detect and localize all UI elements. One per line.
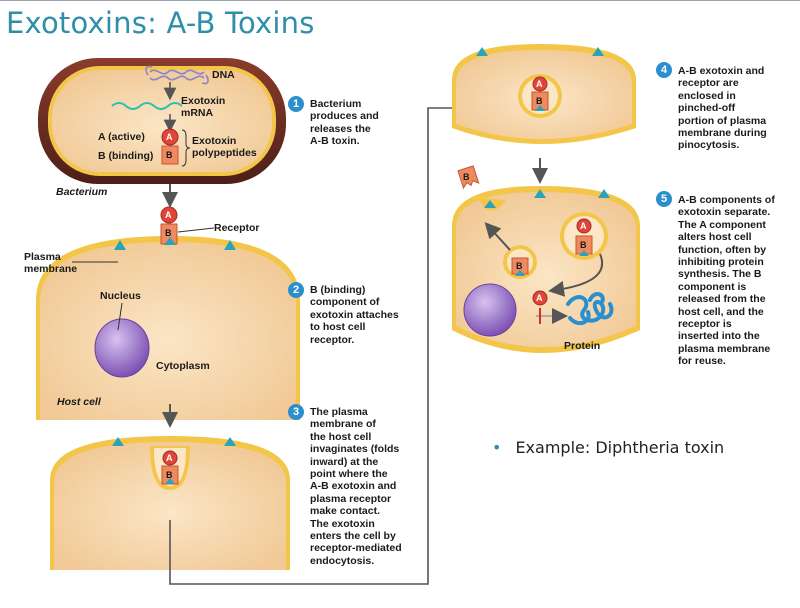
b-binding-label: B (binding) (98, 150, 154, 162)
receptor-triangle-icon (224, 240, 236, 250)
toxin-letter-b: B (580, 240, 587, 250)
bacterium-label: Bacterium (56, 186, 108, 198)
toxin-letter-a: A (580, 221, 587, 231)
step-text-3: The plasma membrane of the host cell inv… (310, 406, 402, 567)
a-active-label: A (active) (98, 131, 145, 143)
bullet-dot-icon: • (492, 438, 502, 457)
step-text-4: A-B exotoxin and receptor are enclosed i… (678, 65, 767, 152)
step-badge-2: 2 (288, 282, 304, 298)
toxin-letter-b: B (166, 150, 173, 160)
toxin-letter-a: A (166, 453, 173, 463)
receptor-triangle-icon (476, 47, 488, 56)
protein-label: Protein (564, 340, 601, 352)
toxin-letter-b: B (516, 261, 523, 271)
receptor-triangle-icon (224, 437, 236, 446)
receptor-leader (177, 227, 215, 233)
released-b-component (457, 165, 480, 190)
plasma-membrane-label: Plasma membrane (24, 251, 78, 275)
receptor-triangle-icon (534, 189, 546, 198)
nucleus-step5 (463, 283, 517, 337)
toxin-letter-b: B (166, 470, 173, 480)
receptor-triangle-icon (598, 189, 610, 198)
host-cell-label: Host cell (57, 396, 101, 408)
toxin-invaginating (161, 450, 179, 485)
invaginating-cell (50, 436, 290, 570)
receptor-triangle-icon (112, 437, 124, 446)
toxin-in-vesicle (531, 76, 549, 111)
toxin-letter-a: A (536, 293, 543, 303)
host-cell (36, 236, 300, 420)
mrna-wave-icon (111, 102, 183, 110)
top-rule (0, 0, 800, 1)
toxin-letter-b: B (463, 172, 470, 182)
cytoplasm-label: Cytoplasm (156, 360, 210, 372)
example-bullet: • Example: Diphtheria toxin (492, 438, 724, 457)
toxin-letter-a: A (166, 132, 173, 142)
process-connector (169, 101, 467, 585)
polypeptides-label: Exotoxin polypeptides (192, 135, 257, 159)
arrow-a-release (548, 253, 603, 297)
receptor-triangle-icon (114, 240, 126, 250)
slide-title: Exotoxins: A-B Toxins (6, 6, 315, 40)
step-text-2: B (binding) component of exotoxin attach… (310, 284, 399, 346)
protein-coil-icon (566, 292, 614, 326)
step-badge-3: 3 (288, 404, 304, 420)
toxin-letter-b: B (536, 96, 543, 106)
step-badge-5: 5 (656, 191, 672, 207)
receptor-triangle-icon (484, 200, 496, 208)
toxin-bound (160, 206, 178, 245)
free-a-component (532, 290, 548, 306)
receptor-triangle-icon (592, 47, 604, 56)
receptor-label: Receptor (214, 222, 260, 234)
step-text-1: Bacterium produces and releases the A-B … (310, 98, 379, 148)
mrna-label: Exotoxin mRNA (181, 95, 226, 119)
toxin-letter-a: A (165, 210, 172, 220)
nucleus-leader (117, 302, 123, 331)
dna-label: DNA (212, 69, 235, 81)
step-badge-4: 4 (656, 62, 672, 78)
nucleus (94, 318, 150, 378)
arrow-b-release (484, 222, 511, 251)
b-in-vesicle (511, 257, 529, 276)
example-text: Example: Diphtheria toxin (515, 438, 725, 457)
step-badge-1: 1 (288, 96, 304, 112)
dna-coil-icon (145, 65, 209, 85)
polypeptide-brace (181, 129, 191, 167)
step-text-5: A-B components of exotoxin separate. The… (678, 194, 775, 368)
toxin-letter-a: A (536, 79, 543, 89)
bacterium (38, 58, 286, 184)
toxin-in-bacterium (161, 128, 179, 165)
toxin-letter-b: B (165, 228, 172, 238)
nucleus-label: Nucleus (100, 290, 141, 302)
ab-in-vesicle (575, 218, 593, 256)
